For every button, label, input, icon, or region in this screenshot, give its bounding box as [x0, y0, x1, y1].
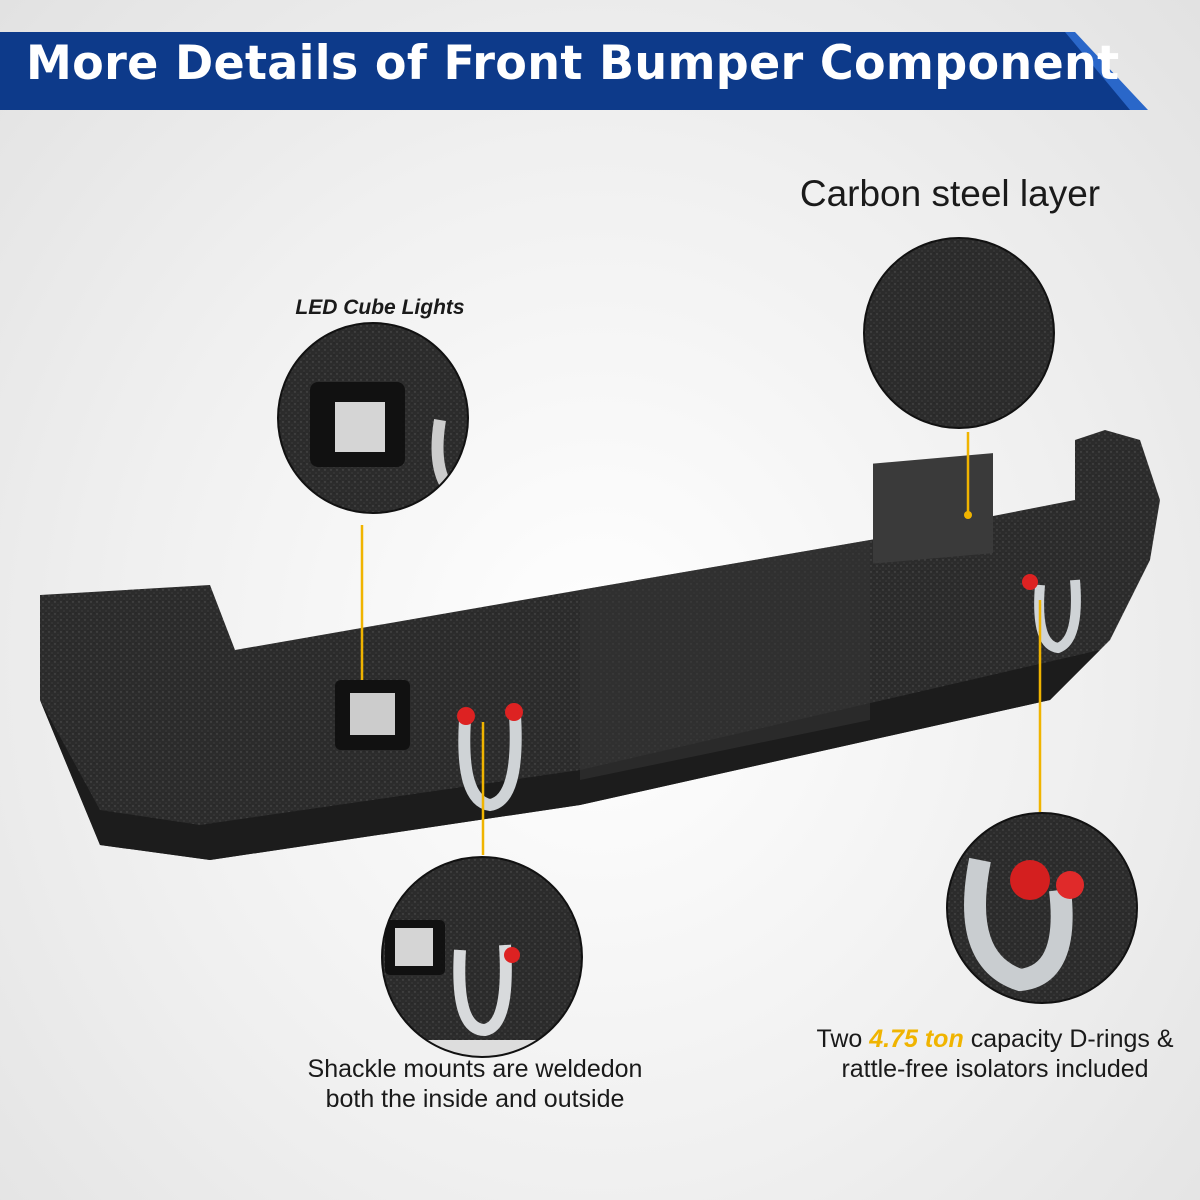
shackle-caption: Shackle mounts are weldedon both the ins…: [270, 1054, 680, 1114]
dring-caption-line1: Two 4.75 ton capacity D-rings &: [790, 1024, 1200, 1054]
shackle-caption-line2: both the inside and outside: [325, 1085, 625, 1113]
shackle-caption-line1: Shackle mounts are weldedon: [307, 1055, 643, 1083]
dring-detail-circle: [947, 813, 1137, 1003]
led-lights-label: LED Cube Lights: [295, 296, 465, 319]
carbon-texture-circle: [863, 237, 1055, 429]
dring-caption: Two 4.75 ton capacity D-rings & rattle-f…: [790, 1024, 1200, 1084]
dring-prefix: Two: [816, 1025, 863, 1053]
dring-caption-line2: rattle-free isolators included: [841, 1055, 1149, 1083]
bumper-body: [40, 430, 1160, 860]
dring-suffix: capacity D-rings &: [970, 1025, 1174, 1053]
page-title: More Details of Front Bumper Component: [26, 36, 1120, 91]
led-detail-circle: [278, 323, 468, 513]
capacity-highlight: 4.75 ton: [869, 1025, 964, 1053]
title-banner: [0, 32, 1148, 110]
carbon-steel-label: Carbon steel layer: [799, 173, 1101, 214]
